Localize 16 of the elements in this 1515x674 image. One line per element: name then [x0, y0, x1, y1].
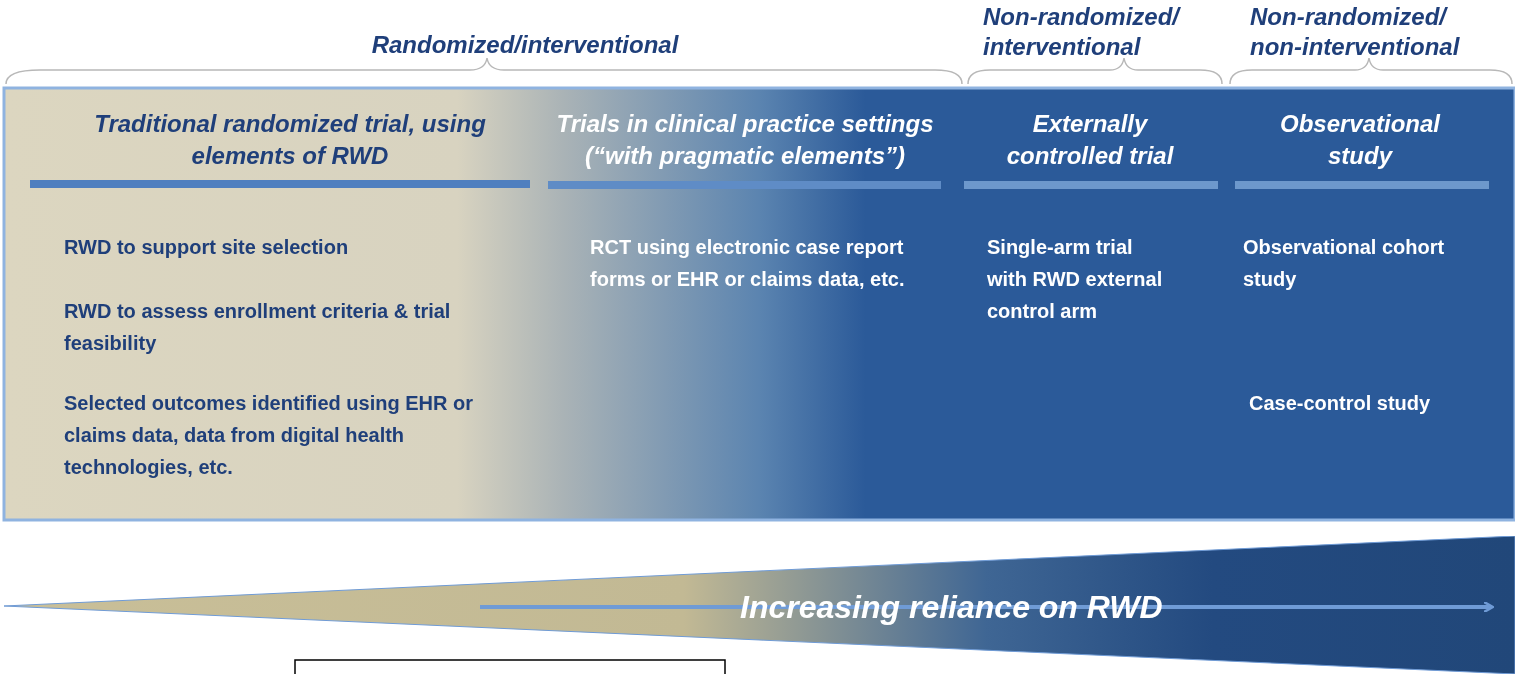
list-item: Single-arm trial with RWD external control arm: [987, 235, 1164, 324]
list-item: Observational cohort study: [1243, 235, 1446, 292]
wedge-shape: [4, 536, 1515, 674]
column-heading: Externally controlled trial: [1005, 109, 1175, 171]
column-heading: Traditional randomized trial, using elements of RWD: [93, 109, 487, 171]
arrow-label: Increasing reliance on RWD: [740, 588, 1163, 626]
list-item: RWD to assess enrollment criteria & trial feasibility: [64, 299, 452, 356]
group-label: Non-randomized/ non-interventional: [1250, 2, 1461, 62]
group-label: Randomized/interventional: [370, 30, 680, 60]
list-item: Case-control study: [1249, 391, 1432, 416]
list-item: RCT using electronic case report forms or EHR or claims data, etc.: [590, 235, 906, 292]
group-label: Non-randomized/ interventional: [983, 2, 1182, 62]
column-heading: Trials in clinical practice settings (“with pragmatic elements”): [555, 109, 935, 171]
list-item: RWD to support site selection: [64, 235, 350, 260]
list-item: Selected outcomes identified using EHR or claims data, data from digital health technologies, etc.: [64, 391, 474, 480]
column-heading: Observational study: [1278, 109, 1442, 171]
